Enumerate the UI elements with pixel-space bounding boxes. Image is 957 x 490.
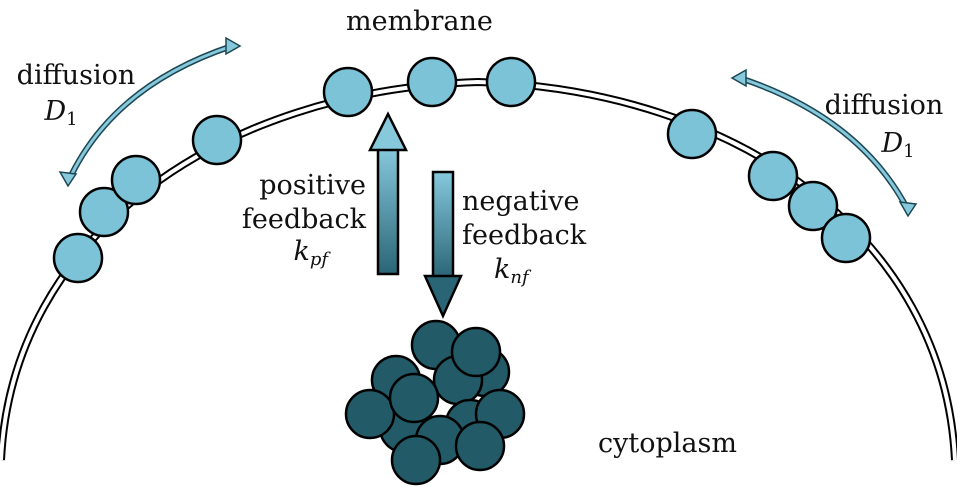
negative-rate-symbol: k bbox=[494, 254, 511, 285]
cytoplasm-particles bbox=[344, 319, 526, 486]
membrane-particle bbox=[406, 56, 458, 108]
diffusion-right-coefficient: D1 bbox=[848, 130, 948, 161]
positive-feedback-label: feedback bbox=[241, 204, 366, 235]
membrane-particle bbox=[820, 212, 872, 264]
positive-label: positive bbox=[259, 170, 366, 201]
positive-feedback-arrow bbox=[367, 111, 409, 276]
membrane-particle bbox=[485, 56, 537, 108]
membrane-particle bbox=[78, 186, 130, 238]
cytoplasm-particle bbox=[450, 326, 502, 378]
diffusion-right-label: diffusion bbox=[824, 90, 944, 121]
negative-feedback-arrow bbox=[423, 170, 463, 320]
positive-rate-subscript: pf bbox=[309, 249, 328, 270]
membrane-particle bbox=[191, 114, 243, 166]
membrane-label: membrane bbox=[346, 6, 493, 37]
membrane-particle bbox=[110, 154, 162, 206]
positive-feedback-rate: kpf bbox=[236, 238, 328, 269]
cytoplasm-particle bbox=[454, 420, 506, 472]
membrane-particle bbox=[747, 150, 799, 202]
diffusion-left-subscript: 1 bbox=[66, 109, 78, 130]
membrane-particles bbox=[52, 56, 872, 284]
membrane-particle bbox=[666, 108, 718, 160]
membrane-particle bbox=[322, 66, 374, 118]
negative-label: negative bbox=[462, 186, 580, 217]
negative-rate-subscript: nf bbox=[510, 267, 529, 288]
diffusion-left-label: diffusion bbox=[16, 60, 136, 91]
diffusion-right-symbol: D bbox=[881, 128, 904, 159]
diffusion-left-symbol: D bbox=[44, 96, 67, 127]
diffusion-left-coefficient: D1 bbox=[6, 98, 116, 129]
cytoplasm-particle bbox=[388, 372, 440, 424]
cytoplasm-particle bbox=[390, 434, 442, 486]
negative-feedback-label: feedback bbox=[462, 220, 587, 251]
membrane-particle bbox=[52, 232, 104, 284]
diffusion-right-subscript: 1 bbox=[903, 141, 915, 162]
membrane-particle bbox=[787, 180, 839, 232]
cytoplasm-particle bbox=[344, 388, 396, 440]
positive-rate-symbol: k bbox=[293, 236, 310, 267]
negative-feedback-rate: knf bbox=[494, 256, 529, 287]
cytoplasm-label: cytoplasm bbox=[598, 428, 737, 459]
